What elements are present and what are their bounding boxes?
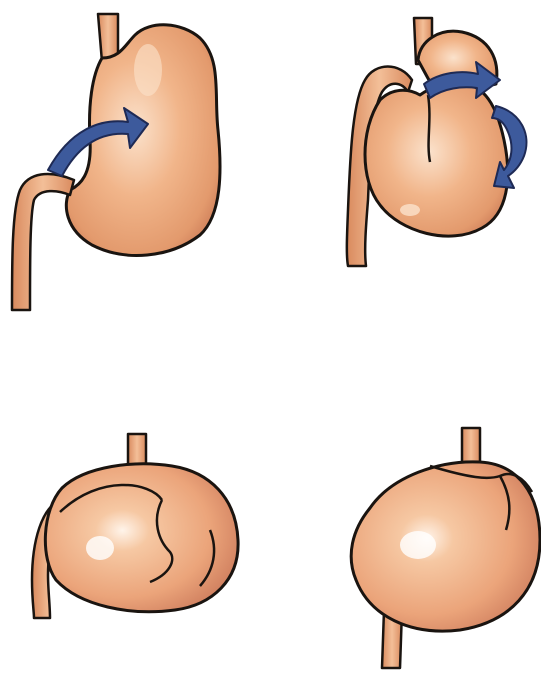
panel-2 (347, 18, 527, 266)
stomach-body (365, 83, 508, 236)
esophagus-top (462, 428, 480, 466)
panel-3 (32, 434, 238, 618)
highlight (134, 44, 162, 96)
stomach-body (45, 464, 238, 612)
highlight (400, 204, 420, 216)
highlight (400, 531, 436, 559)
fold-line (428, 95, 430, 162)
panel-1 (12, 14, 220, 310)
duodenum (12, 174, 74, 310)
stomach-body (351, 462, 540, 631)
highlight (86, 536, 114, 560)
panel-4 (351, 428, 540, 668)
